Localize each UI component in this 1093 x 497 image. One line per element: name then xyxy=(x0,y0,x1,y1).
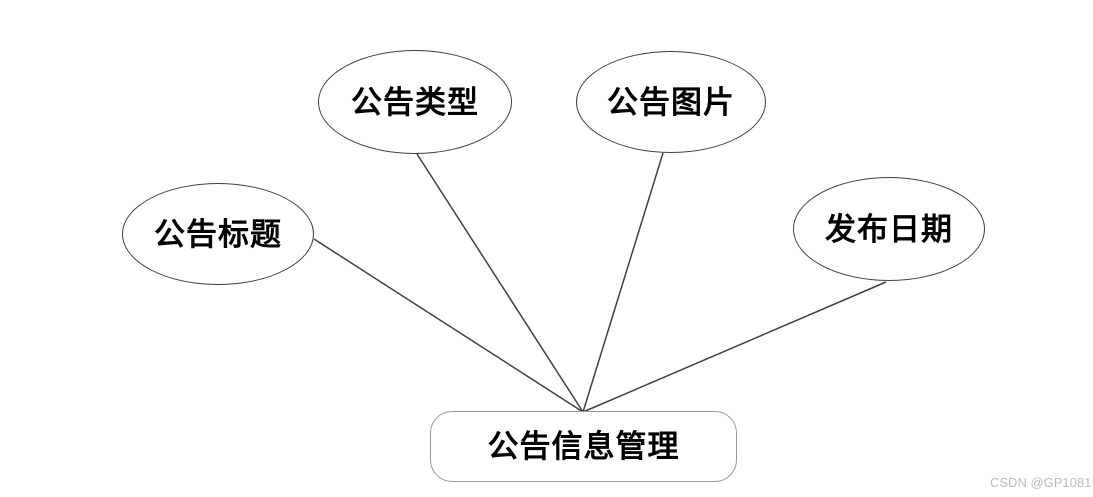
node-announcement-title: 公告标题 xyxy=(122,183,314,285)
csdn-watermark: CSDN @GP1081 xyxy=(990,475,1092,490)
connector-announcement-type xyxy=(416,153,584,413)
node-announcement-info-management: 公告信息管理 xyxy=(430,411,737,482)
node-announcement-type-label: 公告类型 xyxy=(351,84,479,120)
connector-publish-date xyxy=(582,281,887,413)
node-publish-date-label: 发布日期 xyxy=(825,211,953,247)
node-announcement-title-label: 公告标题 xyxy=(154,216,282,252)
node-announcement-info-management-label: 公告信息管理 xyxy=(487,429,680,464)
node-announcement-image: 公告图片 xyxy=(576,51,766,153)
connector-announcement-title xyxy=(313,238,584,413)
node-publish-date: 发布日期 xyxy=(793,177,985,281)
node-announcement-type: 公告类型 xyxy=(318,50,512,154)
node-announcement-image-label: 公告图片 xyxy=(607,84,735,120)
connector-announcement-image xyxy=(582,152,664,413)
